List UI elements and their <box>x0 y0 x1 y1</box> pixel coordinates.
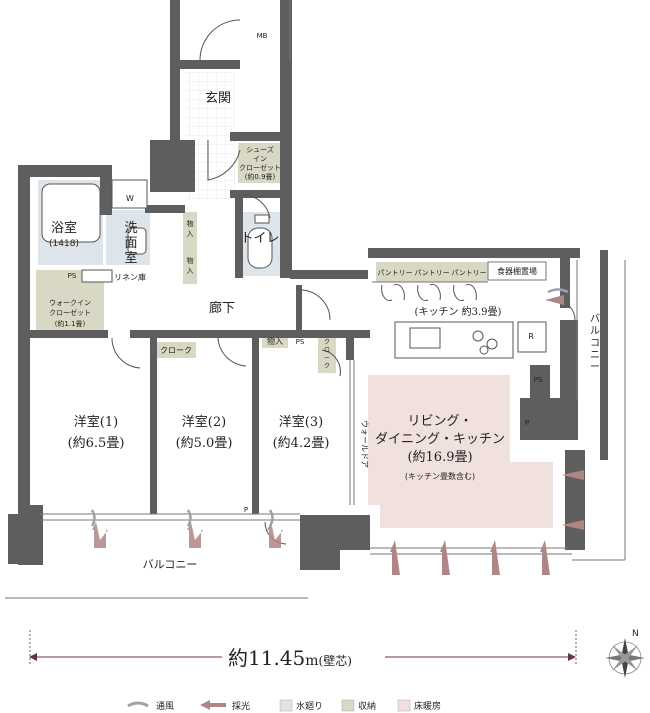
wic-line-2: (約1.1畳) <box>55 319 86 328</box>
closet2-line-3: ク <box>324 363 330 370</box>
p-label: P <box>525 419 529 427</box>
room2-name: 洋室(2) <box>182 414 226 430</box>
room2-size: (約5.0畳) <box>176 436 233 451</box>
room3-size: (約4.2畳) <box>273 436 330 451</box>
storage-line-0: 物 <box>187 219 194 228</box>
walk-door-label: ウォールドア <box>360 420 369 468</box>
room1-name: 洋室(1) <box>74 414 118 430</box>
balcony-bottom-label: バルコニー <box>143 558 198 571</box>
bath-size-label: (1418) <box>49 239 79 249</box>
washroom-line-2: 室 <box>124 250 137 266</box>
kitchen-label: (キッチン 約3.9畳) <box>415 305 502 318</box>
wic-line-0: ウォークイン <box>49 299 91 307</box>
storage-line-1: 入 <box>187 230 194 238</box>
p2-label: P <box>244 506 248 514</box>
hallway-label: 廊下 <box>209 300 235 316</box>
pantry-1: パントリー <box>414 269 449 277</box>
shoes-closet-line-3: (約0.9畳) <box>245 172 276 181</box>
legend-water-swatch <box>279 699 293 712</box>
room1-size: (約6.5畳) <box>68 436 125 451</box>
wind-icon <box>127 701 149 708</box>
pantry-0: パントリー <box>377 269 412 277</box>
balcony-side-3: ニ <box>590 350 600 361</box>
windows <box>5 0 626 599</box>
washroom-line-1: 面 <box>124 236 137 251</box>
legend-wind-label: 通風 <box>156 701 174 712</box>
dimension-line <box>29 630 577 665</box>
dish-space-label: 食器棚置場 <box>497 266 537 276</box>
light-arrows <box>92 295 584 575</box>
balcony-side-2: コ <box>590 338 600 349</box>
storage2-line-1: 入 <box>187 267 194 275</box>
closet2-line-2: ー <box>324 355 330 362</box>
legend-storage-label: 収納 <box>358 700 376 712</box>
balcony-side-4: ー <box>590 362 600 373</box>
legend-floorheat-swatch <box>397 699 411 712</box>
storage2-line-0: 物 <box>187 256 194 265</box>
closet2-line-1: ロ <box>324 347 330 354</box>
wic-line-1: クローゼット <box>49 308 91 317</box>
shoes-closet-line-2: クローゼット <box>239 163 281 172</box>
legend-floorheat-label: 床暖房 <box>414 700 441 712</box>
doors <box>111 19 576 545</box>
partitions <box>349 261 547 505</box>
light-icon <box>200 700 226 710</box>
r-label: R <box>528 332 534 341</box>
closet2-line-0: ク <box>324 339 330 346</box>
closet-label: クローク <box>160 346 192 355</box>
compass-north-label: N <box>632 629 639 639</box>
shoes-closet-line-1: イン <box>253 155 267 163</box>
balcony-side-0: バ <box>590 313 600 325</box>
compass-icon <box>605 638 645 678</box>
bath-label: 浴室 <box>51 220 77 236</box>
storage-areas <box>36 143 488 373</box>
balcony-side-1: ル <box>590 326 600 337</box>
wind-arrows <box>90 288 569 527</box>
w-label: W <box>126 194 134 203</box>
genkan-label: 玄関 <box>205 91 231 106</box>
linen-label: リネン庫 <box>114 272 146 282</box>
shoes-closet-line-0: シューズ <box>246 145 274 154</box>
room3-name: 洋室(3) <box>279 414 323 430</box>
legend-storage-swatch <box>341 699 355 712</box>
pantry-2: パントリー <box>451 269 486 277</box>
legend-water-label: 水廻り <box>296 700 323 712</box>
ldk-line-3: (キッチン畳数含む) <box>405 471 475 481</box>
washroom-line-0: 洗 <box>124 221 137 236</box>
mb-label: MB <box>257 32 268 40</box>
legend-light-label: 採光 <box>232 700 250 712</box>
fixtures <box>41 179 547 359</box>
ps3-label: PS <box>534 376 543 384</box>
ldk-line-1: ダイニング・キッチン <box>375 432 505 447</box>
ldk-line-0: リビング・ <box>407 414 472 429</box>
dimension-value: 約11.45m(壁芯) <box>228 646 352 670</box>
ldk-line-2: (約16.9畳) <box>407 450 472 465</box>
legend: 通風 採光 水廻り 収納 床暖房 <box>127 699 441 712</box>
toilet-label: トイレ <box>240 231 279 246</box>
monoire-small-label: 物入 <box>267 336 283 346</box>
walls <box>8 0 608 570</box>
ps-label: PS <box>68 272 77 280</box>
ps2-label: PS <box>296 338 305 346</box>
floor-heating-area <box>368 375 553 528</box>
